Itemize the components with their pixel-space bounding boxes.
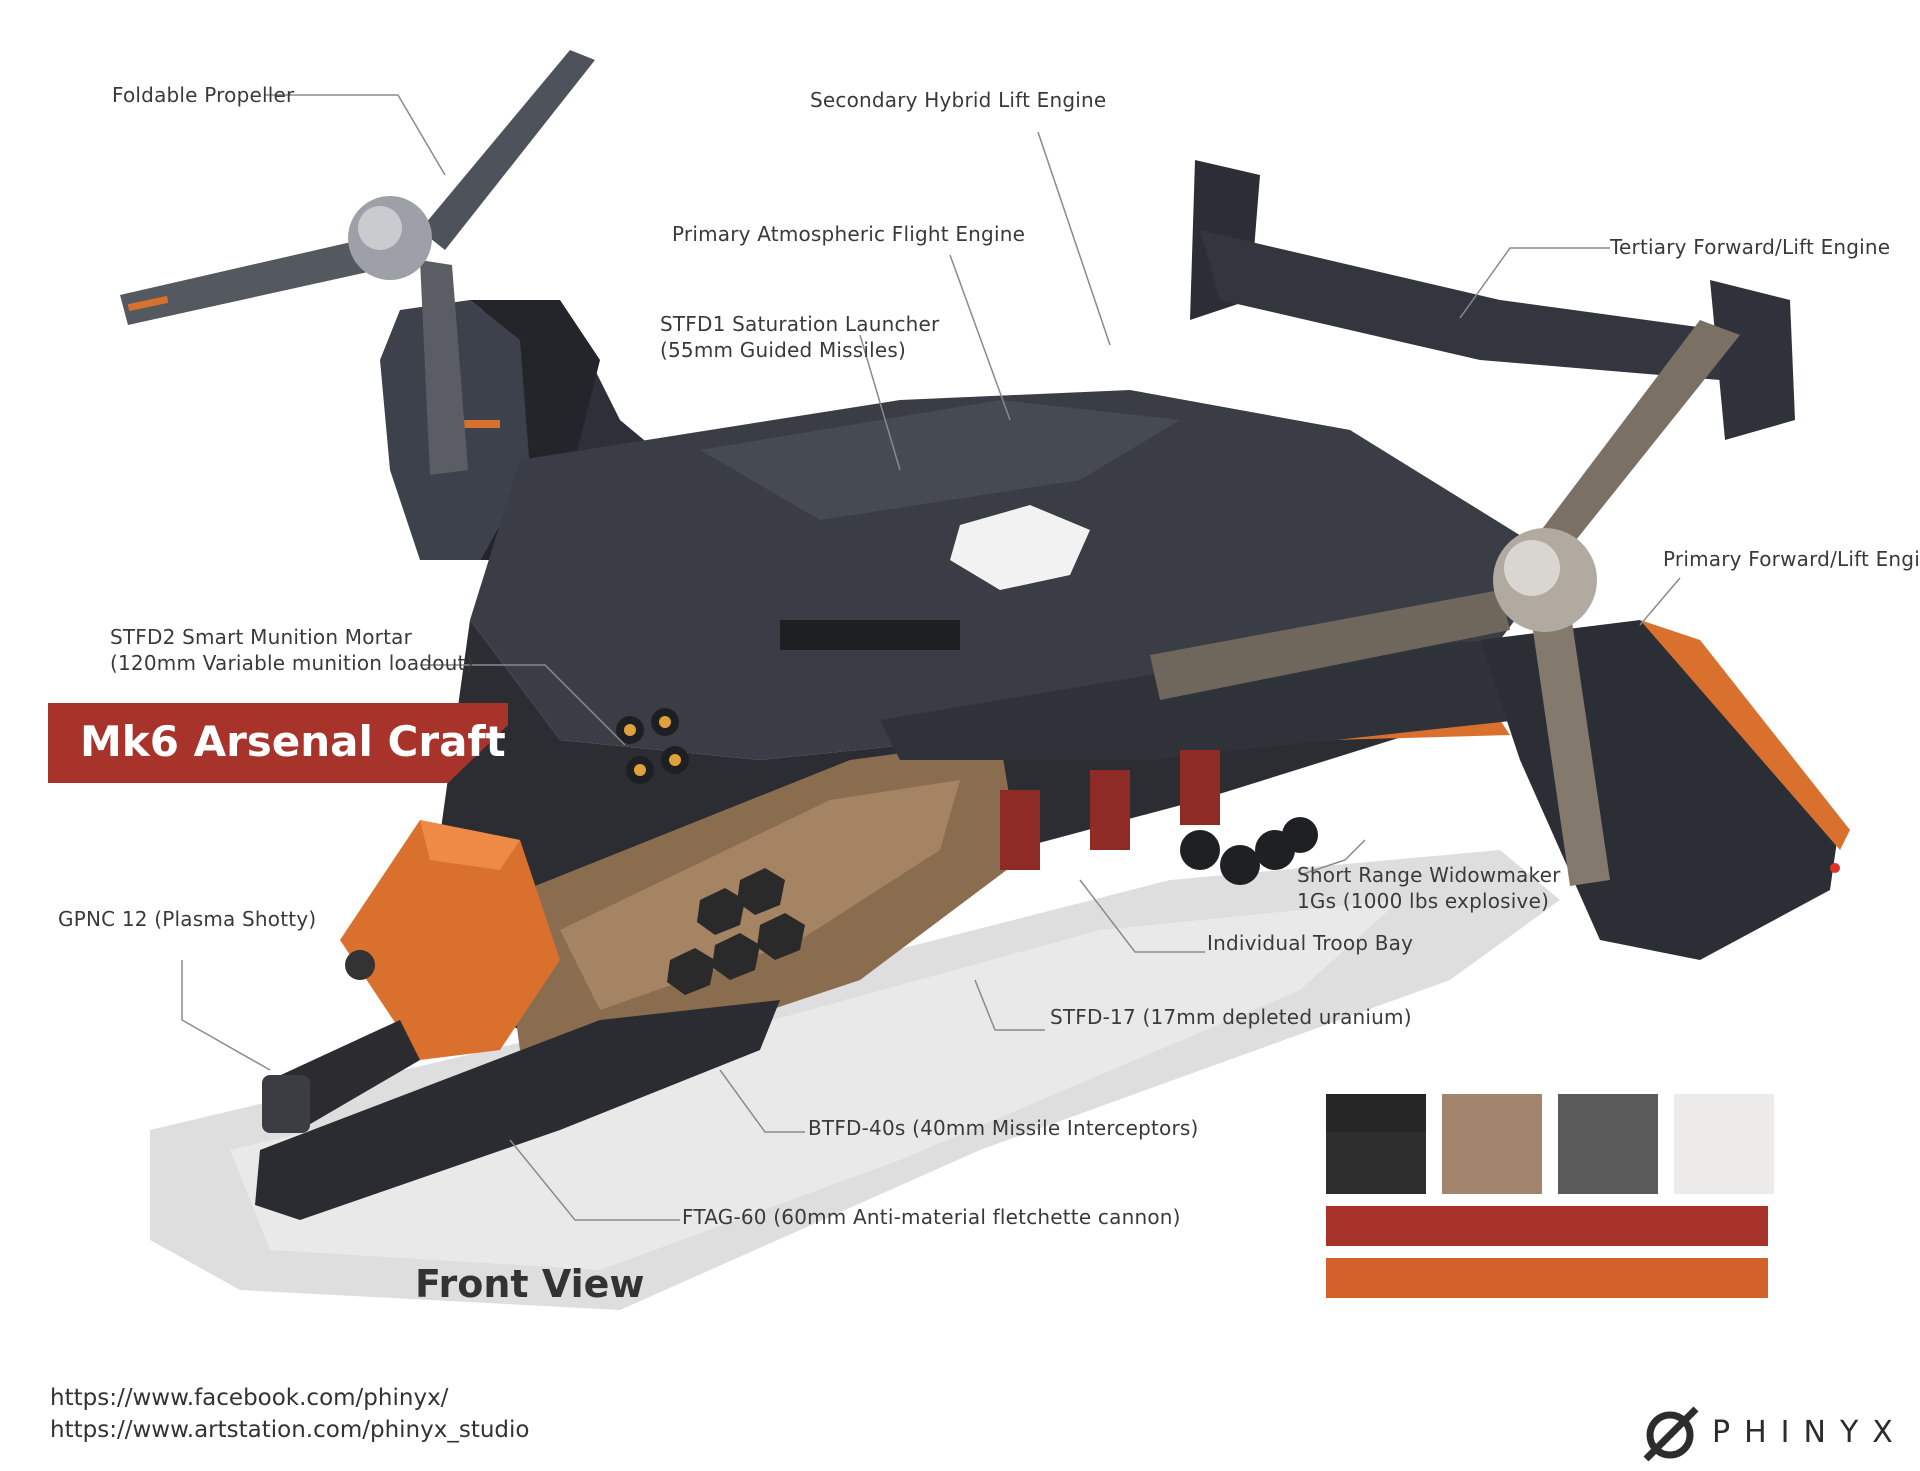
right-prop-blade-left [1150, 590, 1510, 700]
leader-lines [181, 94, 1681, 1221]
callout-text: Primary Atmospheric Flight Engine [672, 222, 1026, 246]
callout-text-line2: (55mm Guided Missiles) [660, 338, 907, 362]
left-prop-blade-down [420, 260, 468, 475]
left-prop-blade-left [120, 240, 368, 325]
callout-foldable-propeller: Foldable Propeller [112, 82, 294, 108]
title-banner: Mk6 Arsenal Craft [48, 703, 508, 783]
nose-shade [420, 820, 520, 870]
callout-short-range-widowmaker: Short Range Widowmaker 1Gs (1000 lbs exp… [1297, 862, 1561, 914]
callout-btfd40s: BTFD-40s (40mm Missile Interceptors) [808, 1115, 1199, 1141]
callout-text: BTFD-40s (40mm Missile Interceptors) [808, 1116, 1199, 1140]
callout-text: Individual Troop Bay [1207, 931, 1414, 955]
swatch-red [1326, 1206, 1768, 1246]
nose-cone [340, 820, 560, 1060]
hex-decals [667, 868, 805, 995]
callout-text: Primary Forward/Lift Engine [1663, 547, 1920, 571]
artstation-link[interactable]: https://www.artstation.com/phinyx_studio [50, 1417, 530, 1443]
callout-stfd1-saturation-launcher: STFD1 Saturation Launcher (55mm Guided M… [660, 311, 939, 363]
left-prop-hub-shine [358, 206, 402, 250]
fuselage-spine [700, 400, 1180, 520]
nose-sensor [345, 950, 375, 980]
callout-secondary-hybrid-lift-engine: Secondary Hybrid Lift Engine [810, 87, 1106, 113]
launcher-pods [616, 620, 960, 784]
color-palette [1326, 1094, 1774, 1298]
callout-stfd2-smart-munition-mortar: STFD2 Smart Munition Mortar (120mm Varia… [110, 624, 474, 676]
left-pod-stripe [440, 420, 500, 428]
left-engine-pod-shade [470, 300, 600, 560]
ground-shadow-inner [230, 900, 1400, 1270]
callout-text: Foldable Propeller [112, 83, 295, 107]
brand-logo: PHINYX [1638, 1405, 1898, 1461]
brand-name: PHINYX [1712, 1415, 1907, 1450]
callout-text: Secondary Hybrid Lift Engine [810, 88, 1107, 112]
tail-fin-right [1710, 280, 1795, 440]
callout-stfd17: STFD-17 (17mm depleted uranium) [1050, 1004, 1412, 1030]
callout-text-line1: STFD1 Saturation Launcher [660, 312, 940, 336]
callout-primary-forward-lift-engine: Primary Forward/Lift Engine [1663, 546, 1920, 572]
callout-individual-troop-bay: Individual Troop Bay [1207, 930, 1413, 956]
tail-boom [1200, 230, 1720, 380]
nav-light [1830, 863, 1840, 873]
callout-gpnc12: GPNC 12 (Plasma Shotty) [58, 906, 316, 932]
phinyx-logo-icon [1643, 1406, 1699, 1461]
right-wing [880, 640, 1520, 760]
callout-text-line1: STFD2 Smart Munition Mortar [110, 625, 413, 649]
callout-text-line2: 1Gs (1000 lbs explosive) [1297, 889, 1550, 913]
left-prop-blade-up [420, 50, 595, 250]
facebook-link[interactable]: https://www.facebook.com/phinyx/ [50, 1385, 449, 1411]
landing-gear [1180, 817, 1318, 885]
squadron-emblem [950, 505, 1090, 590]
swatch-orange [1326, 1258, 1768, 1298]
page-title: Mk6 Arsenal Craft [80, 717, 506, 766]
right-prop-hub-shine [1504, 540, 1560, 596]
callout-text: GPNC 12 (Plasma Shotty) [58, 907, 317, 931]
callout-ftag60: FTAG-60 (60mm Anti-material fletchette c… [682, 1204, 1181, 1230]
swatch-charcoal-top [1326, 1094, 1426, 1132]
right-prop-blade-up [1530, 320, 1740, 560]
cannon-muzzle [262, 1075, 310, 1133]
callout-text: Tertiary Forward/Lift Engine [1610, 235, 1891, 259]
callout-text: FTAG-60 (60mm Anti-material fletchette c… [682, 1205, 1181, 1229]
swatch-gray [1558, 1094, 1658, 1194]
right-nacelle-trim [1640, 620, 1850, 850]
callout-text: STFD-17 (17mm depleted uranium) [1050, 1005, 1412, 1029]
lower-hull [255, 1000, 780, 1220]
title-banner-shape [48, 703, 508, 783]
left-blade-stripe [127, 295, 169, 312]
swatch-offwhite [1674, 1094, 1774, 1194]
right-prop-blade-down [1530, 608, 1610, 886]
callout-text-line1: Short Range Widowmaker [1297, 863, 1561, 887]
swatch-tan [1442, 1094, 1542, 1194]
callout-tertiary-forward-lift-engine: Tertiary Forward/Lift Engine [1610, 234, 1890, 260]
callout-primary-atmospheric-flight-engine: Primary Atmospheric Flight Engine [672, 221, 1025, 247]
troop-bays [1000, 750, 1220, 870]
callout-text-line2: (120mm Variable munition loadout) [110, 651, 474, 675]
view-label: Front View [415, 1262, 645, 1306]
